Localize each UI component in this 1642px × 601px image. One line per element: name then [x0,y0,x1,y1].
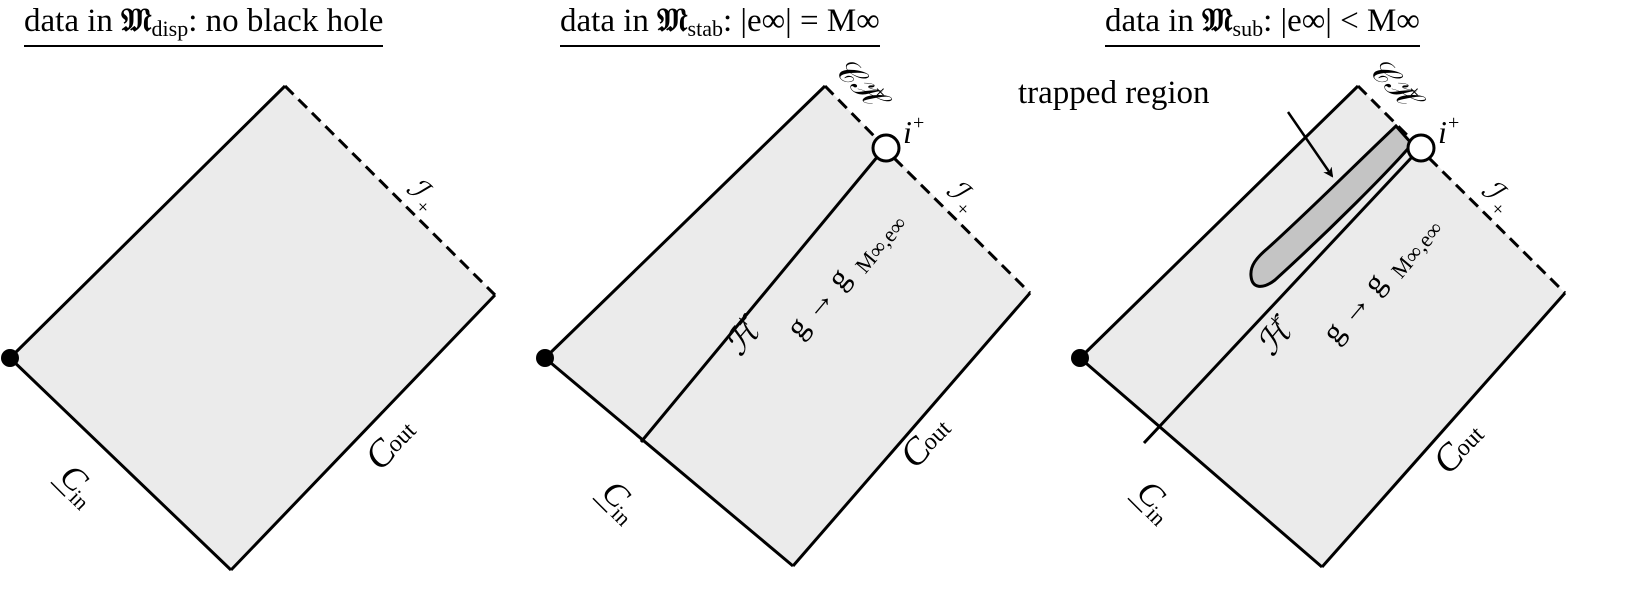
c-out-boundary [791,292,1032,567]
c-in-label: C in [1127,473,1172,531]
origin-point [1071,349,1089,367]
spacetime-region [1080,86,1565,567]
c-out-boundary [229,293,497,572]
title-prefix: data in [1105,3,1203,39]
scri-plus-boundary [283,84,497,297]
panel-2-diagram: 𝒞ℋ + i + ℐ + ℋ + g → g M∞,e∞ C in C out [536,49,1032,568]
title-suffix: : |e∞| = M∞ [722,3,880,39]
spacetime-region [545,86,1030,566]
scri-plus-boundary [892,156,1032,295]
i-plus-symbol: i [1438,114,1447,150]
fraktur-m-symbol: 𝔐 [121,0,152,39]
i-plus-label: i + [1438,112,1459,150]
cauchy-horizon-boundary [1356,84,1412,140]
panel-1-title: data in 𝔐disp: no black hole [24,0,384,47]
c-in-boundary [1079,356,1323,569]
trapped-region-arrow [1286,111,1334,178]
title-subscript: disp [151,16,189,41]
title-subscript: stab [687,16,723,41]
fraktur-m-symbol: 𝔐 [1202,0,1233,39]
i-plus-point [1406,133,1436,163]
origin-point [536,349,554,367]
title-prefix: data in [560,3,658,39]
panel-3-diagram: trapped region 𝒞ℋ + i + ℐ + ℋ + g → g M∞… [1018,49,1567,569]
i-plus-superscript: + [1448,112,1459,134]
i-plus-symbol: i [903,114,912,150]
spacetime-region [10,86,495,570]
panel-1-diagram: ℐ + C in C out [1,84,497,572]
trapped-region-shape [1249,123,1414,288]
c-in-label: C in [50,457,95,515]
i-plus-label: i + [903,112,924,150]
panel-3-title: data in 𝔐sub: |e∞| < M∞ [1105,0,1420,47]
c-out-boundary [1320,292,1567,568]
c-in-label: C in [592,473,637,531]
scri-plus-boundary [1427,156,1567,295]
c-in-boundary [8,356,233,572]
event-horizon-line [639,155,880,443]
title-subscript: sub [1232,16,1264,41]
left-upper-boundary [543,84,827,360]
title-prefix: data in [24,3,122,39]
c-in-boundary [544,356,794,568]
i-plus-point [871,133,901,163]
i-plus-superscript: + [913,112,924,134]
trapped-region-label: trapped region [1018,75,1210,111]
title-suffix: : no black hole [188,3,384,39]
event-horizon-line [1142,155,1414,445]
panel-2-title: data in 𝔐stab: |e∞| = M∞ [560,0,880,47]
left-upper-boundary [1078,84,1360,360]
title-suffix: : |e∞| < M∞ [1263,3,1420,39]
fraktur-m-symbol: 𝔐 [657,0,688,39]
cauchy-horizon-boundary [823,84,878,140]
origin-point [1,349,19,367]
left-upper-boundary [8,84,287,360]
